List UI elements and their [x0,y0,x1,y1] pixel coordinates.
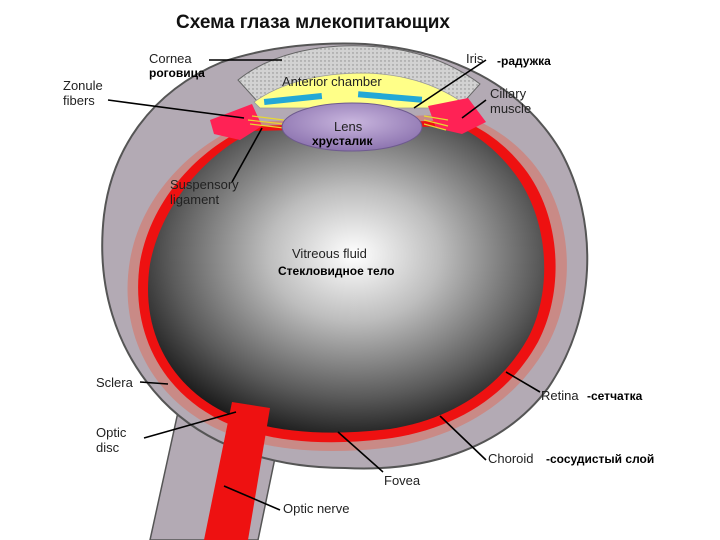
vitreous-fluid [148,126,545,433]
optic-nerve [204,402,270,540]
label-ciliary-2: muscle [490,101,531,116]
label-suspensory-1: Suspensory [170,177,239,192]
iris-left [263,92,323,106]
label-anterior-chamber: Anterior chamber [282,74,382,89]
label-ciliary-1: Ciliary [490,86,527,101]
label-optic-disc-1: Optic [96,425,127,440]
leader-lines [107,59,541,511]
zonule-fibers [247,115,449,131]
label-optic-nerve: Optic nerve [283,501,349,516]
diagram-title: Схема глаза млекопитающих [176,12,450,33]
label-cornea-ru: роговица [149,66,205,80]
label-choroid: Choroid [488,451,534,466]
label-lens-ru: хрусталик [312,134,373,148]
label-zonule-1: Zonule [63,78,103,93]
label-sclera: Sclera [96,375,134,390]
label-suspensory-2: ligament [170,192,220,207]
label-zonule-2: fibers [63,93,95,108]
label-vitreous-ru: Стекловидное тело [278,264,394,278]
label-lens: Lens [334,119,363,134]
label-retina-ru: -сетчатка [587,389,643,403]
lens [281,102,423,152]
label-cornea: Cornea [149,51,192,66]
label-iris-ru: -радужка [497,54,551,68]
label-iris: Iris [466,51,484,66]
ciliary-muscle-left [210,104,262,140]
label-optic-disc-2: disc [96,440,120,455]
iris-right [357,91,423,103]
label-choroid-ru: -сосудистый слой [546,452,654,466]
label-retina: Retina [541,388,579,403]
label-vitreous: Vitreous fluid [292,246,367,261]
label-fovea: Fovea [384,473,421,488]
